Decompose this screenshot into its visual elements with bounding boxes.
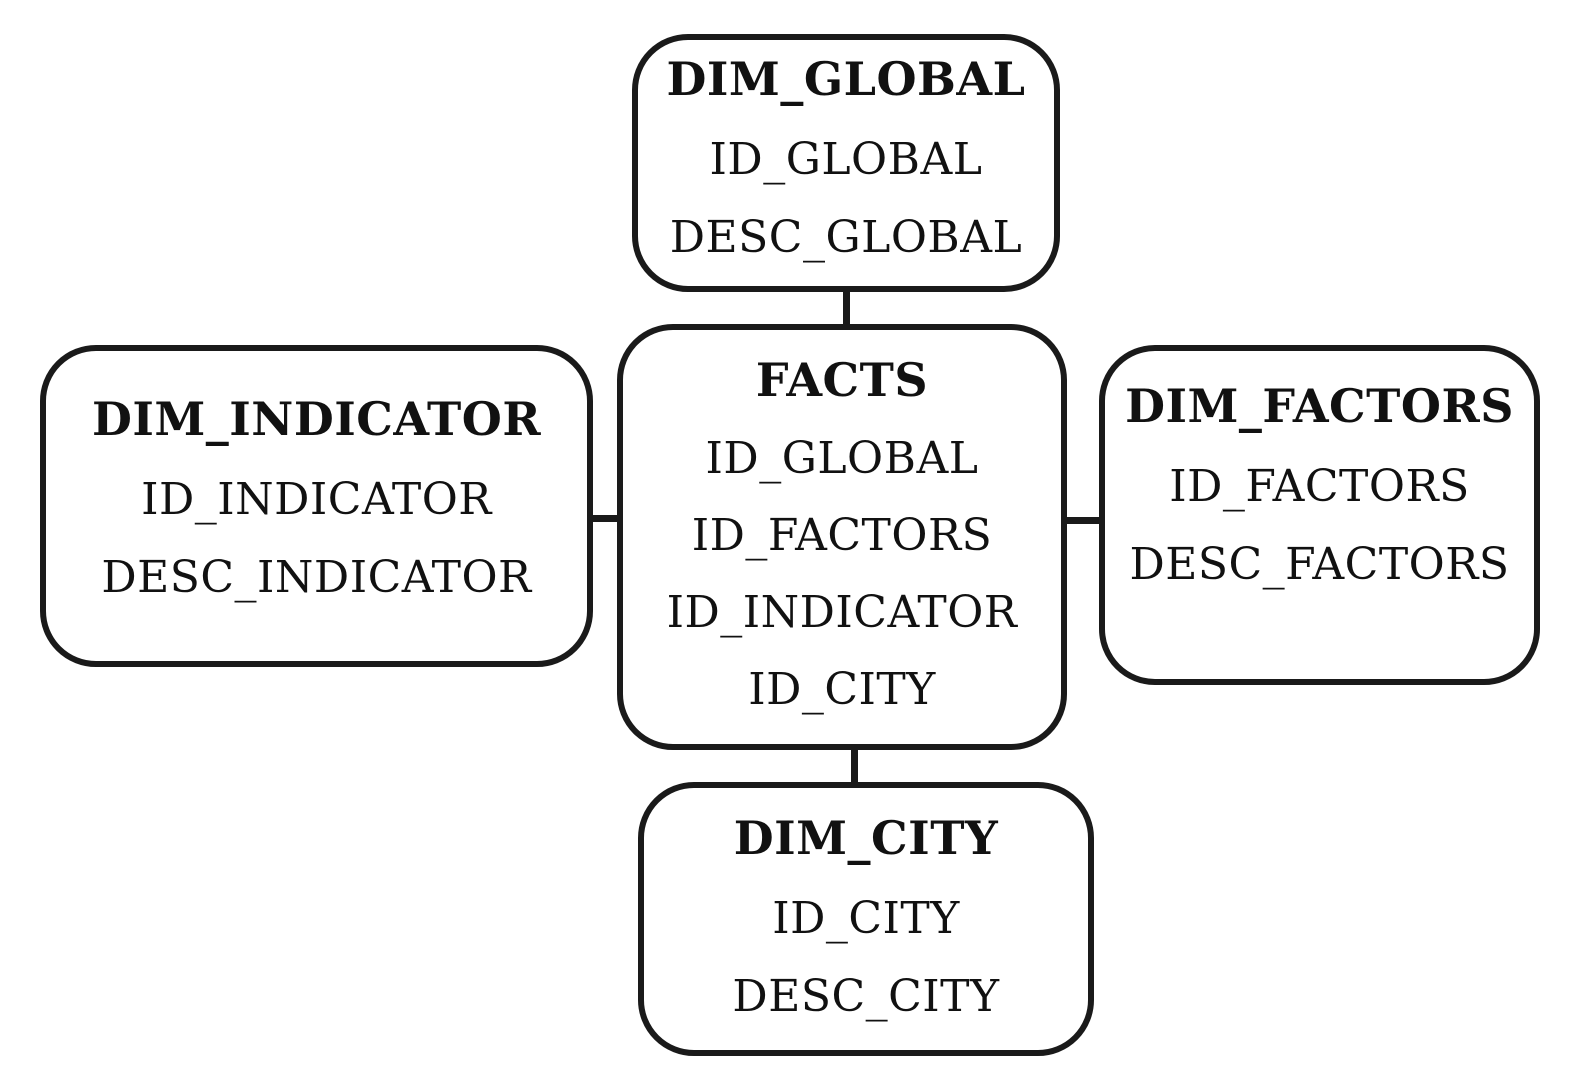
entity-field: DESC_INDICATOR (101, 551, 532, 603)
entity-title: DIM_INDICATOR (91, 392, 542, 447)
entity-field: ID_GLOBAL (705, 433, 979, 485)
entity-field: ID_CITY (772, 892, 960, 944)
entity-title: DIM_FACTORS (1125, 379, 1514, 434)
entity-field: ID_FACTORS (691, 510, 993, 562)
entity-field: ID_GLOBAL (709, 133, 983, 185)
entity-title: DIM_CITY (733, 811, 999, 866)
connector-global-facts (843, 290, 850, 328)
entity-field: ID_INDICATOR (666, 587, 1018, 639)
entity-dim-global: DIM_GLOBAL ID_GLOBAL DESC_GLOBAL (632, 34, 1060, 292)
entity-dim-city: DIM_CITY ID_CITY DESC_CITY (638, 782, 1094, 1056)
entity-field: ID_INDICATOR (141, 473, 492, 525)
entity-title: FACTS (755, 352, 929, 407)
connector-indicator-facts (591, 515, 619, 522)
entity-dim-indicator: DIM_INDICATOR ID_INDICATOR DESC_INDICATO… (40, 345, 593, 667)
entity-dim-factors: DIM_FACTORS ID_FACTORS DESC_FACTORS (1099, 345, 1540, 685)
entity-field: DESC_FACTORS (1129, 538, 1510, 590)
entity-title: DIM_GLOBAL (666, 52, 1026, 107)
entity-field: DESC_GLOBAL (669, 211, 1023, 263)
connector-facts-city (851, 748, 858, 784)
entity-facts: FACTS ID_GLOBAL ID_FACTORS ID_INDICATOR … (617, 324, 1067, 750)
entity-field: DESC_CITY (732, 970, 1000, 1022)
connector-facts-factors (1065, 517, 1101, 524)
entity-field: ID_CITY (748, 664, 936, 716)
entity-field: ID_FACTORS (1169, 460, 1470, 512)
